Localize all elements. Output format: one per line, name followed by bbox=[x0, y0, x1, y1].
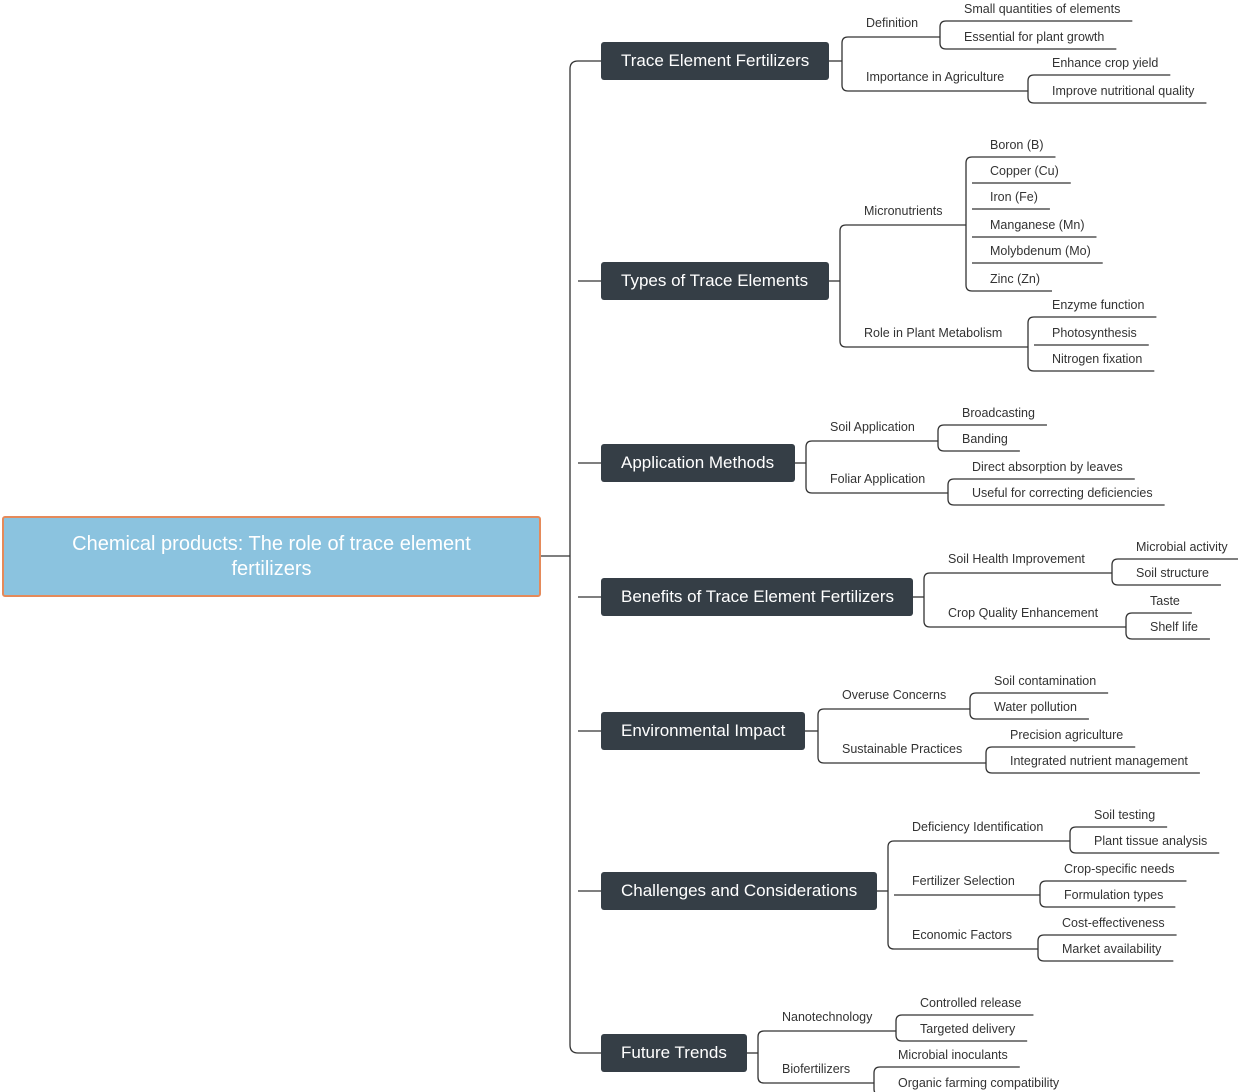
subtopic-soil-health-improvement[interactable]: Soil Health Improvement bbox=[948, 552, 1085, 566]
sub-bracket-trace-element-fertilizers-spine bbox=[841, 36, 849, 92]
leaf-taste[interactable]: Taste bbox=[1150, 594, 1180, 608]
subtopic-overuse-concerns[interactable]: Overuse Concerns bbox=[842, 688, 947, 702]
leaf-enzyme-function[interactable]: Enzyme function bbox=[1052, 298, 1145, 312]
leaf-bracket-nanotechnology-spine bbox=[895, 1014, 903, 1042]
leaf-bracket-fertilizer-selection-spine bbox=[1039, 880, 1047, 908]
leaf-cost-effectiveness[interactable]: Cost-effectiveness bbox=[1062, 916, 1165, 930]
leaf-enhance-crop-yield[interactable]: Enhance crop yield bbox=[1052, 56, 1159, 70]
leaf-photosynthesis[interactable]: Photosynthesis bbox=[1052, 326, 1137, 340]
topic-label: Benefits of Trace Element Fertilizers bbox=[621, 587, 895, 606]
leaf-bracket-economic-factors-spine bbox=[1037, 934, 1045, 962]
topic-challenges-and-considerations[interactable]: Challenges and Considerations bbox=[601, 872, 877, 910]
sub-bracket-future-trends-spine bbox=[757, 1030, 765, 1084]
topic-benefits-of-trace-element-fertilizers[interactable]: Benefits of Trace Element Fertilizers bbox=[601, 578, 913, 616]
leaf-bracket-deficiency-identification-spine bbox=[1069, 826, 1077, 854]
leaf-bracket-biofertilizers-spine bbox=[873, 1066, 881, 1092]
topic-label: Types of Trace Elements bbox=[621, 271, 809, 290]
leaf-water-pollution[interactable]: Water pollution bbox=[994, 700, 1077, 714]
subtopic-soil-application[interactable]: Soil Application bbox=[830, 420, 915, 434]
leaf-bracket-importance-in-agriculture-spine bbox=[1027, 74, 1035, 104]
leaf-soil-testing[interactable]: Soil testing bbox=[1094, 808, 1156, 822]
topic-label: Application Methods bbox=[621, 453, 775, 472]
leaf-manganese-mn[interactable]: Manganese (Mn) bbox=[990, 218, 1085, 232]
subtopic-crop-quality-enhancement[interactable]: Crop Quality Enhancement bbox=[948, 606, 1099, 620]
leaf-market-availability[interactable]: Market availability bbox=[1062, 942, 1162, 956]
subtopic-sustainable-practices[interactable]: Sustainable Practices bbox=[842, 742, 963, 756]
leaf-integrated-nutrient-management[interactable]: Integrated nutrient management bbox=[1010, 754, 1188, 768]
leaf-improve-nutritional-quality[interactable]: Improve nutritional quality bbox=[1052, 84, 1195, 98]
leaf-bracket-soil-application-spine bbox=[937, 424, 945, 452]
leaf-bracket-sustainable-practices-spine bbox=[985, 746, 993, 774]
leaf-bracket-micronutrients-spine bbox=[965, 156, 973, 292]
leaf-bracket-definition-spine bbox=[939, 20, 947, 50]
subtopic-importance-in-agriculture[interactable]: Importance in Agriculture bbox=[866, 70, 1005, 84]
leaf-useful-for-correcting-deficiencies[interactable]: Useful for correcting deficiencies bbox=[972, 486, 1153, 500]
sub-bracket-environmental-impact-spine bbox=[817, 708, 825, 764]
leaf-molybdenum-mo[interactable]: Molybdenum (Mo) bbox=[990, 244, 1091, 258]
topic-trace-element-fertilizers[interactable]: Trace Element Fertilizers bbox=[601, 42, 829, 80]
subtopic-fertilizer-selection[interactable]: Fertilizer Selection bbox=[912, 874, 1015, 888]
subtopic-foliar-application[interactable]: Foliar Application bbox=[830, 472, 926, 486]
leaf-essential-for-plant-growth[interactable]: Essential for plant growth bbox=[964, 30, 1105, 44]
leaf-organic-farming-compatibility[interactable]: Organic farming compatibility bbox=[898, 1076, 1060, 1090]
leaf-microbial-activity[interactable]: Microbial activity bbox=[1136, 540, 1228, 554]
sub-bracket-challenges-and-considerations-spine bbox=[887, 840, 895, 950]
topic-environmental-impact[interactable]: Environmental Impact bbox=[601, 712, 805, 750]
leaf-bracket-soil-health-improvement-spine bbox=[1111, 558, 1119, 586]
leaf-soil-structure[interactable]: Soil structure bbox=[1136, 566, 1209, 580]
topic-application-methods[interactable]: Application Methods bbox=[601, 444, 795, 482]
leaf-iron-fe[interactable]: Iron (Fe) bbox=[990, 190, 1038, 204]
topic-label: Trace Element Fertilizers bbox=[621, 51, 810, 70]
root-topic[interactable]: Chemical products: The role of trace ele… bbox=[2, 516, 541, 597]
subtopic-micronutrients[interactable]: Micronutrients bbox=[864, 204, 943, 218]
leaf-banding[interactable]: Banding bbox=[962, 432, 1008, 446]
leaf-crop-specific-needs[interactable]: Crop-specific needs bbox=[1064, 862, 1175, 876]
leaf-broadcasting[interactable]: Broadcasting bbox=[962, 406, 1035, 420]
leaf-copper-cu[interactable]: Copper (Cu) bbox=[990, 164, 1059, 178]
leaf-targeted-delivery[interactable]: Targeted delivery bbox=[920, 1022, 1016, 1036]
leaf-nitrogen-fixation[interactable]: Nitrogen fixation bbox=[1052, 352, 1143, 366]
trunk-spine bbox=[569, 60, 579, 1054]
sub-bracket-benefits-of-trace-element-fertilizers-spine bbox=[923, 572, 931, 628]
leaf-shelf-life[interactable]: Shelf life bbox=[1150, 620, 1198, 634]
sub-bracket-application-methods-spine bbox=[805, 440, 813, 494]
leaf-boron-b[interactable]: Boron (B) bbox=[990, 138, 1044, 152]
leaf-bracket-role-in-plant-metabolism-spine bbox=[1027, 316, 1035, 372]
root-topic-label: Chemical products: The role of trace ele… bbox=[72, 532, 471, 580]
subtopic-biofertilizers[interactable]: Biofertilizers bbox=[782, 1062, 851, 1076]
subtopic-nanotechnology[interactable]: Nanotechnology bbox=[782, 1010, 873, 1024]
leaf-direct-absorption-by-leaves[interactable]: Direct absorption by leaves bbox=[972, 460, 1123, 474]
leaf-bracket-foliar-application-spine bbox=[947, 478, 955, 506]
subtopic-role-in-plant-metabolism[interactable]: Role in Plant Metabolism bbox=[864, 326, 1003, 340]
leaf-small-quantities-of-elements[interactable]: Small quantities of elements bbox=[964, 2, 1121, 16]
topic-label: Environmental Impact bbox=[621, 721, 786, 740]
leaf-precision-agriculture[interactable]: Precision agriculture bbox=[1010, 728, 1124, 742]
subtopic-definition[interactable]: Definition bbox=[866, 16, 919, 30]
topic-label: Future Trends bbox=[621, 1043, 727, 1062]
sub-bracket-types-of-trace-elements-spine bbox=[839, 224, 847, 348]
leaf-zinc-zn[interactable]: Zinc (Zn) bbox=[990, 272, 1040, 286]
topic-label: Challenges and Considerations bbox=[621, 881, 858, 900]
topic-future-trends[interactable]: Future Trends bbox=[601, 1034, 747, 1072]
leaf-formulation-types[interactable]: Formulation types bbox=[1064, 888, 1164, 902]
leaf-bracket-overuse-concerns-spine bbox=[969, 692, 977, 720]
leaf-microbial-inoculants[interactable]: Microbial inoculants bbox=[898, 1048, 1008, 1062]
leaf-controlled-release[interactable]: Controlled release bbox=[920, 996, 1022, 1010]
leaf-bracket-crop-quality-enhancement-spine bbox=[1125, 612, 1133, 640]
subtopic-deficiency-identification[interactable]: Deficiency Identification bbox=[912, 820, 1044, 834]
subtopic-economic-factors[interactable]: Economic Factors bbox=[912, 928, 1013, 942]
topic-types-of-trace-elements[interactable]: Types of Trace Elements bbox=[601, 262, 829, 300]
leaf-plant-tissue-analysis[interactable]: Plant tissue analysis bbox=[1094, 834, 1208, 848]
leaf-soil-contamination[interactable]: Soil contamination bbox=[994, 674, 1097, 688]
